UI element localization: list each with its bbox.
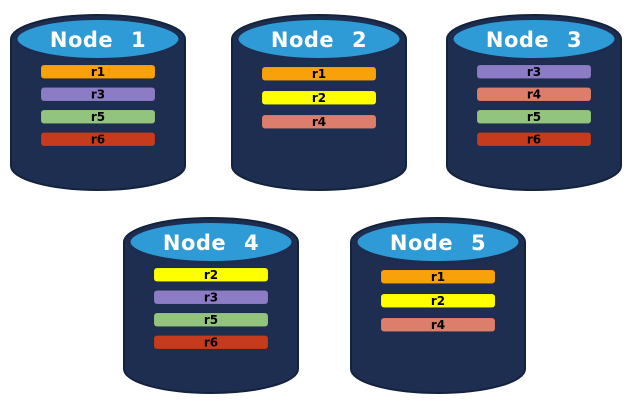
cylinder-top bbox=[354, 220, 522, 264]
replica-bar bbox=[40, 87, 156, 102]
node-2-cylinder: Node 2 r1 r2 r4 bbox=[231, 14, 407, 191]
replica-label: r1 bbox=[431, 270, 445, 284]
replica-bar bbox=[261, 114, 377, 129]
replica-bar bbox=[261, 90, 377, 105]
replica-bar bbox=[476, 87, 592, 102]
node-title: Node 1 bbox=[50, 28, 146, 52]
replica-bar bbox=[380, 293, 496, 308]
node-title: Node 2 bbox=[271, 28, 367, 52]
replica-label: r4 bbox=[312, 115, 326, 129]
replica-label: r6 bbox=[204, 336, 218, 350]
replica-label: r3 bbox=[204, 291, 218, 305]
replica-bar bbox=[380, 269, 496, 284]
node-4-cylinder: Node 4 r2 r3 r5 r6 bbox=[123, 217, 299, 394]
cylinder-body bbox=[446, 14, 622, 191]
replica-bar bbox=[380, 317, 496, 332]
replica-label: r5 bbox=[204, 313, 218, 327]
cylinder-top bbox=[450, 17, 618, 61]
replica-label: r6 bbox=[527, 133, 541, 147]
replica-bar bbox=[153, 290, 269, 305]
cylinder-body bbox=[123, 217, 299, 394]
replica-label: r5 bbox=[527, 110, 541, 124]
cylinder-top bbox=[235, 17, 403, 61]
replica-bar bbox=[153, 267, 269, 282]
cylinder-body bbox=[10, 14, 186, 191]
replica-bar bbox=[40, 64, 156, 79]
replica-bar bbox=[476, 109, 592, 124]
node-title: Node 5 bbox=[390, 231, 486, 255]
replica-bar bbox=[40, 109, 156, 124]
replica-label: r1 bbox=[91, 65, 105, 79]
node-3-cylinder: Node 3 r3 r4 r5 r6 bbox=[446, 14, 622, 191]
cylinder-top bbox=[14, 17, 182, 61]
replica-label: r3 bbox=[91, 88, 105, 102]
replica-label: r5 bbox=[91, 110, 105, 124]
replica-bar bbox=[153, 335, 269, 350]
replica-label: r4 bbox=[431, 318, 445, 332]
replica-bar bbox=[476, 132, 592, 147]
replica-bar bbox=[153, 312, 269, 327]
node-title: Node 3 bbox=[486, 28, 582, 52]
node-title: Node 4 bbox=[163, 231, 259, 255]
replica-label: r1 bbox=[312, 67, 326, 81]
replica-bar bbox=[261, 66, 377, 81]
replica-label: r3 bbox=[527, 65, 541, 79]
replica-bar bbox=[476, 64, 592, 79]
cylinder-top bbox=[127, 220, 295, 264]
replica-bar bbox=[40, 132, 156, 147]
node-1-cylinder: Node 1 r1 r3 r5 r6 bbox=[10, 14, 186, 191]
replica-label: r2 bbox=[204, 268, 218, 282]
replica-label: r4 bbox=[527, 88, 541, 102]
node-5-cylinder: Node 5 r1 r2 r4 bbox=[350, 217, 526, 394]
replica-label: r2 bbox=[312, 91, 326, 105]
replica-label: r2 bbox=[431, 294, 445, 308]
replica-label: r6 bbox=[91, 133, 105, 147]
